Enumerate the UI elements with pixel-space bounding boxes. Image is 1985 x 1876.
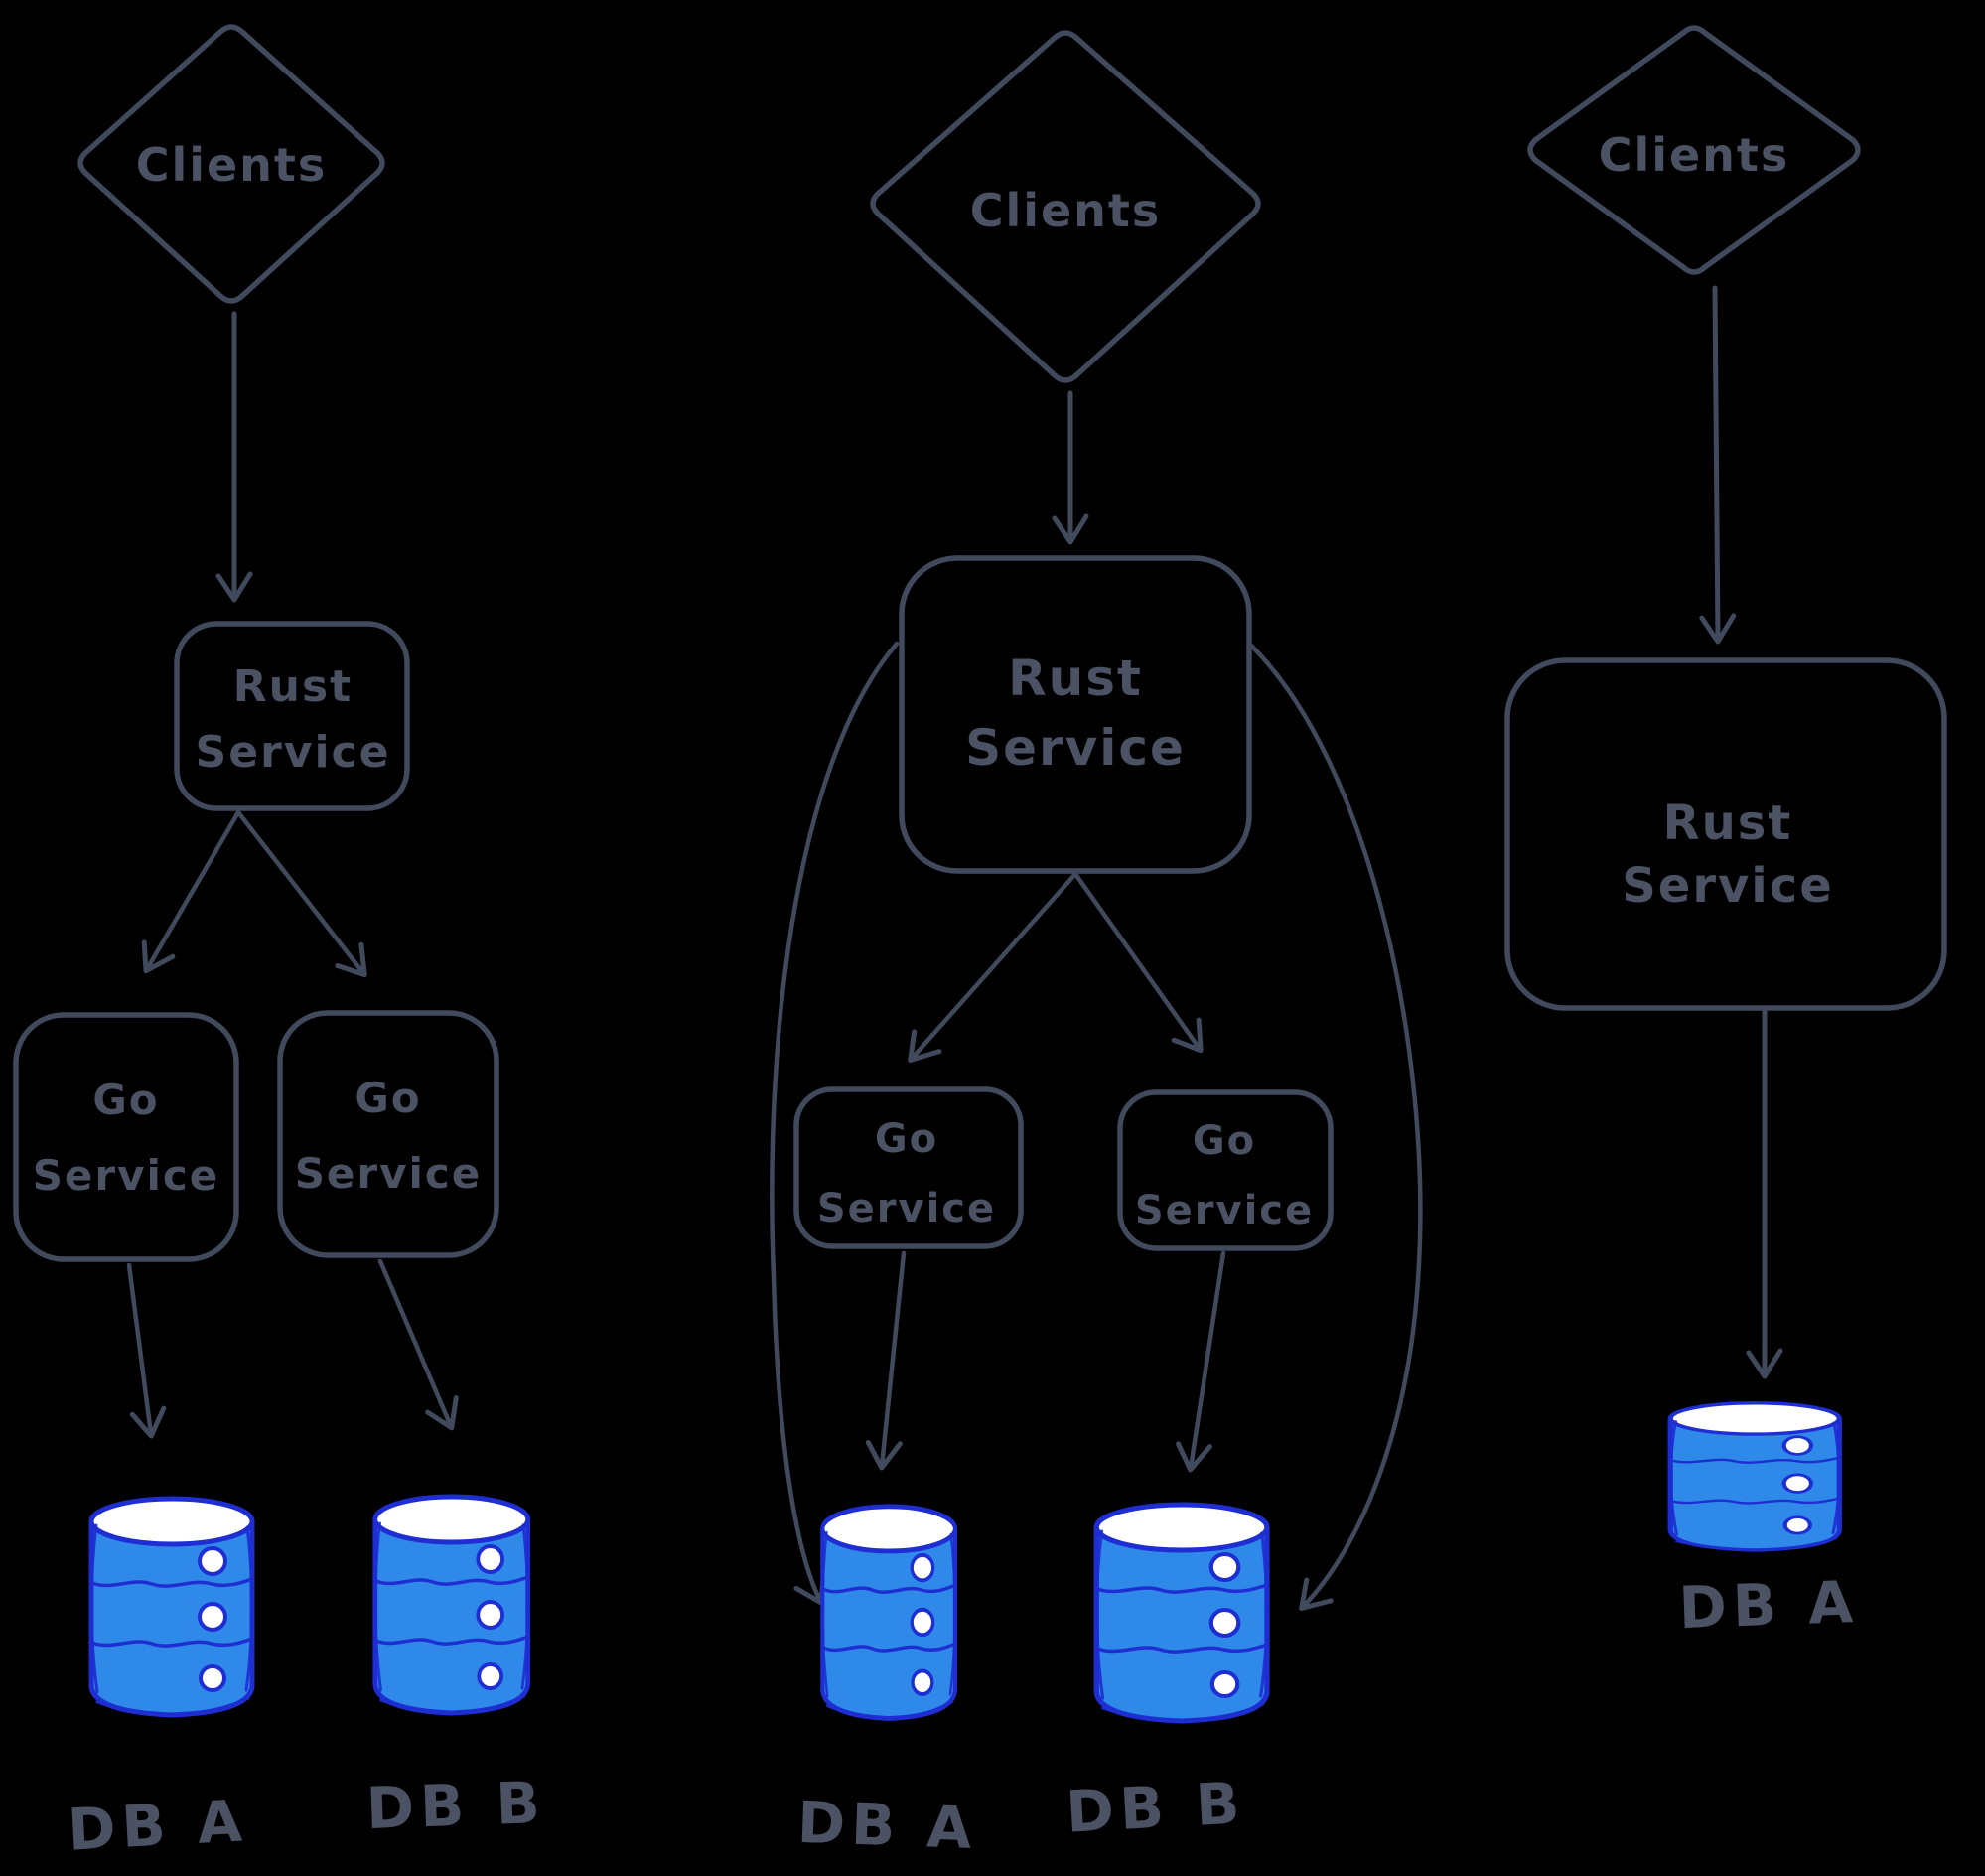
rust-service-label-line1: Rust	[1008, 649, 1143, 707]
database-cylinder-a	[822, 1507, 955, 1719]
db-b-label: DB B	[1064, 1769, 1247, 1845]
db-a-label: DB A	[1677, 1568, 1860, 1642]
go-service-box-right	[1117, 1089, 1334, 1251]
arrow-go-right-to-db-b	[1176, 1250, 1226, 1473]
diagram-rust-direct-and-go: Clients Rust Service Go Service Go Servi…	[770, 30, 1423, 1862]
rust-service-box	[899, 555, 1252, 874]
database-cylinder-b	[375, 1497, 528, 1713]
rust-service-label-line2: Service	[196, 727, 391, 778]
database-cylinder-b	[1096, 1505, 1267, 1721]
go-service-right-label-line1: Go	[354, 1074, 421, 1122]
go-service-box-left	[793, 1086, 1024, 1249]
arrow-rust-to-go-right	[1072, 871, 1204, 1054]
arrow-rust-direct-to-db-a	[770, 641, 900, 1606]
rust-service-label-line1: Rust	[233, 661, 353, 712]
rust-service-box	[174, 621, 410, 811]
clients-label: Clients	[1599, 128, 1790, 182]
arrow-rust-to-go-right	[235, 809, 367, 978]
clients-diamond	[1527, 25, 1861, 275]
go-service-right-label-line2: Service	[1135, 1188, 1314, 1233]
go-service-right-label-line2: Service	[295, 1149, 483, 1198]
clients-label: Clients	[970, 184, 1162, 237]
go-service-left-label-line1: Go	[875, 1116, 938, 1162]
arrow-go-right-to-db-b	[377, 1258, 459, 1431]
go-service-left-label-line1: Go	[92, 1076, 159, 1124]
go-service-box-right	[277, 1010, 499, 1258]
go-service-box-left	[13, 1012, 239, 1262]
arrow-go-left-to-db-a	[865, 1250, 907, 1471]
rust-service-label-line1: Rust	[1663, 795, 1793, 851]
diagram-rust-only: Clients Rust Service DB A	[1504, 25, 1947, 1642]
rust-service-label-line2: Service	[965, 719, 1186, 777]
go-service-left-label-line2: Service	[817, 1186, 996, 1231]
arrow-rust-to-go-left	[141, 809, 241, 974]
database-cylinder-a	[1670, 1403, 1839, 1550]
clients-diamond	[870, 30, 1261, 383]
db-a-label: DB A	[796, 1789, 979, 1862]
arrow-rust-to-go-left	[908, 871, 1078, 1063]
db-b-label: DB B	[365, 1769, 547, 1842]
arrow-go-left-to-db-a	[126, 1262, 167, 1439]
go-service-right-label-line1: Go	[1193, 1118, 1256, 1164]
database-cylinder-a	[91, 1499, 252, 1715]
clients-label: Clients	[136, 138, 328, 192]
arrow-clients-to-rust	[1699, 285, 1737, 645]
go-service-left-label-line2: Service	[33, 1151, 220, 1200]
rust-service-label-line2: Service	[1622, 858, 1834, 914]
arrow-rust-direct-to-db-b	[1248, 643, 1423, 1611]
clients-diamond	[77, 24, 385, 304]
db-a-label: DB A	[67, 1787, 250, 1863]
diagram-fanout-go: Clients Rust Service Go Service Go Servi…	[13, 24, 547, 1864]
rust-service-box	[1504, 657, 1947, 1011]
